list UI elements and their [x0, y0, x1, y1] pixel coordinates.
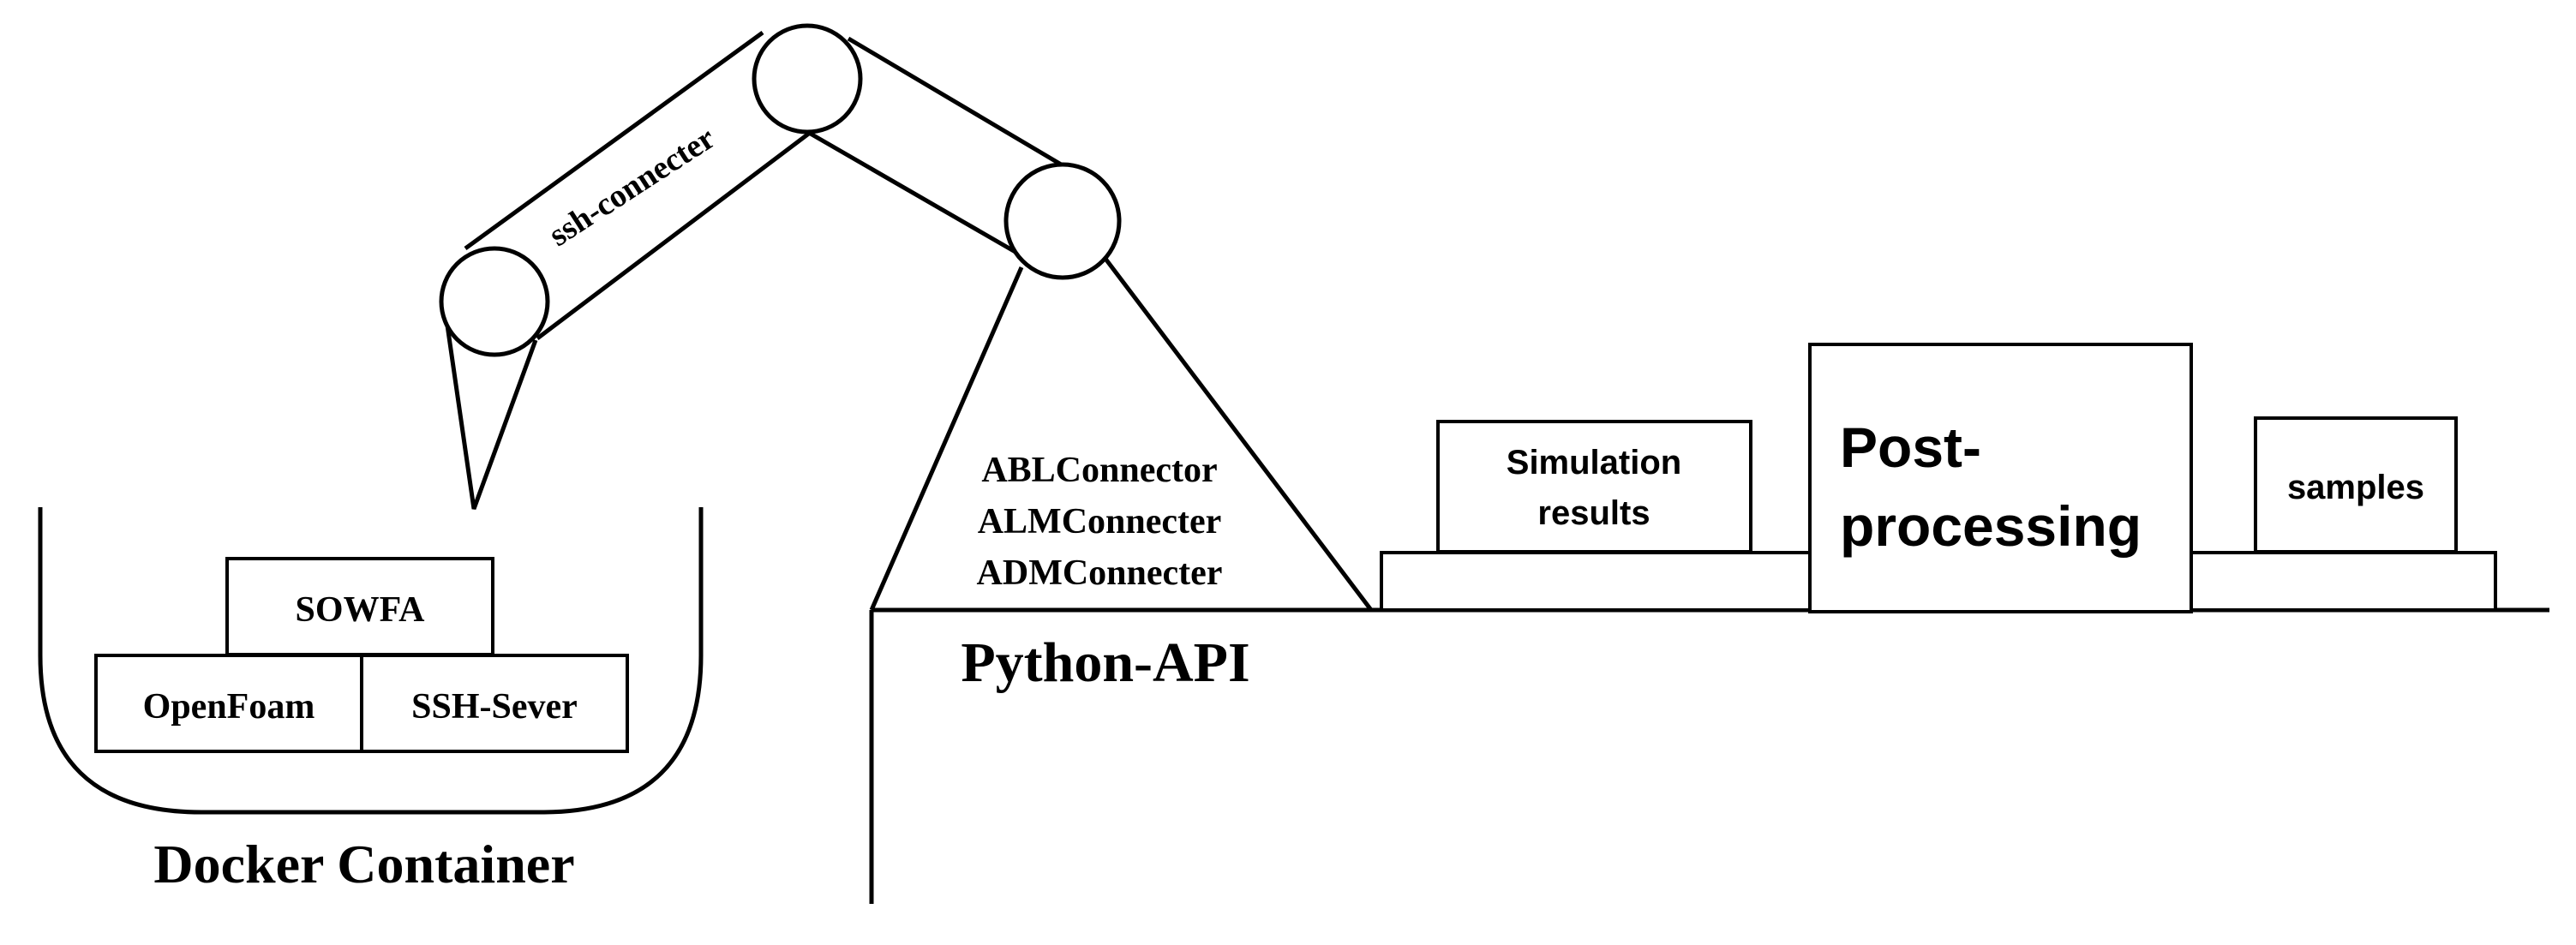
post-processing-box	[1808, 343, 2193, 613]
adm-connecter-label: ADMConnecter	[977, 553, 1223, 593]
samples-box	[2254, 416, 2458, 553]
python-api-title: Python-API	[961, 631, 1249, 694]
ssh-server-box	[360, 654, 629, 753]
arm-base-triangle	[869, 257, 1373, 612]
openfoam-label: OpenFoam	[143, 687, 315, 727]
gripper-cone	[441, 301, 538, 510]
openfoam-box	[94, 654, 363, 753]
abl-connector-label: ABLConnector	[981, 451, 1217, 490]
upper-arm-segment	[464, 30, 812, 340]
samples-label: samples	[2287, 469, 2424, 506]
docker-container-title: Docker Container	[153, 834, 574, 894]
simulation-results-box	[1436, 420, 1752, 553]
conveyor: Simulation results Post- processing samp…	[1380, 343, 2497, 613]
docker-container: SOWFA OpenFoam SSH-Sever Docker Containe…	[38, 507, 704, 894]
ssh-server-label: SSH-Sever	[411, 687, 578, 727]
post-processing-line2: processing	[1840, 494, 2142, 558]
elbow-joint	[1003, 162, 1122, 280]
post-processing-line1: Post-	[1840, 416, 1981, 479]
robot-arm: ssh-connecter	[439, 23, 1373, 612]
simulation-results-line2: results	[1537, 494, 1650, 532]
sowfa-label: SOWFA	[296, 590, 426, 630]
shoulder-joint	[752, 23, 863, 135]
left-conveyor-tray	[1380, 551, 1812, 612]
right-conveyor-tray	[2189, 551, 2497, 612]
alm-connecter-label: ALMConnecter	[978, 502, 1222, 541]
simulation-results-line1: Simulation	[1507, 444, 1681, 481]
forearm-segment	[807, 36, 1069, 257]
docker-container-outline	[38, 507, 704, 815]
gripper-joint	[439, 246, 550, 357]
ssh-connecter-label: ssh-connecter	[542, 120, 722, 254]
